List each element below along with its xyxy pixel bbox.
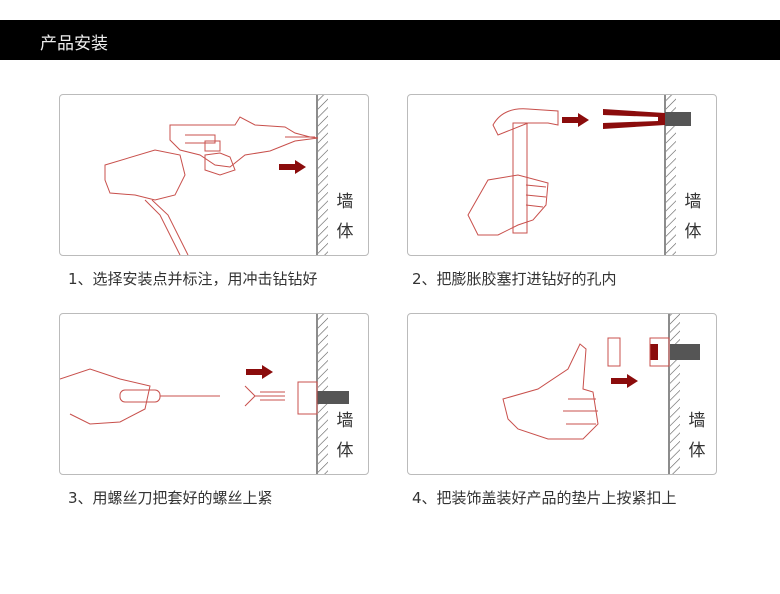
- wall-label: 墙 体: [335, 406, 355, 466]
- step-2-panel: 墙 体: [407, 94, 717, 256]
- drill-icon: [104, 95, 328, 255]
- wall-label-char: 墙: [688, 411, 706, 431]
- step-2-caption: 2、把膨胀胶塞打进钻好的孔内: [412, 270, 617, 288]
- wall-label: 墙 体: [335, 187, 355, 247]
- wall-label-char: 体: [684, 222, 702, 242]
- step-3-caption: 3、用螺丝刀把套好的螺丝上紧: [68, 489, 273, 507]
- screwdriver-icon: [60, 314, 349, 474]
- wall-label-char: 体: [336, 441, 354, 461]
- wall-label-char: 墙: [684, 192, 702, 212]
- wall-label-char: 体: [336, 222, 354, 242]
- wall-label-char: 墙: [336, 192, 354, 212]
- thumbs-up-icon: [502, 314, 700, 474]
- wall-label: 墙 体: [687, 406, 707, 466]
- wall-label: 墙 体: [683, 187, 703, 247]
- step-4-panel: 墙 体: [407, 313, 717, 475]
- hammer-icon: [467, 95, 691, 255]
- step-1-panel: 墙 体: [59, 94, 369, 256]
- section-header: 产品安装: [0, 20, 780, 60]
- wall-label-char: 墙: [336, 411, 354, 431]
- section-title: 产品安装: [40, 34, 108, 54]
- step-1-caption: 1、选择安装点并标注，用冲击钻钻好: [68, 270, 318, 288]
- wall-label-char: 体: [688, 441, 706, 461]
- step-4-caption: 4、把装饰盖装好产品的垫片上按紧扣上: [412, 489, 677, 507]
- step-3-panel: 墙 体: [59, 313, 369, 475]
